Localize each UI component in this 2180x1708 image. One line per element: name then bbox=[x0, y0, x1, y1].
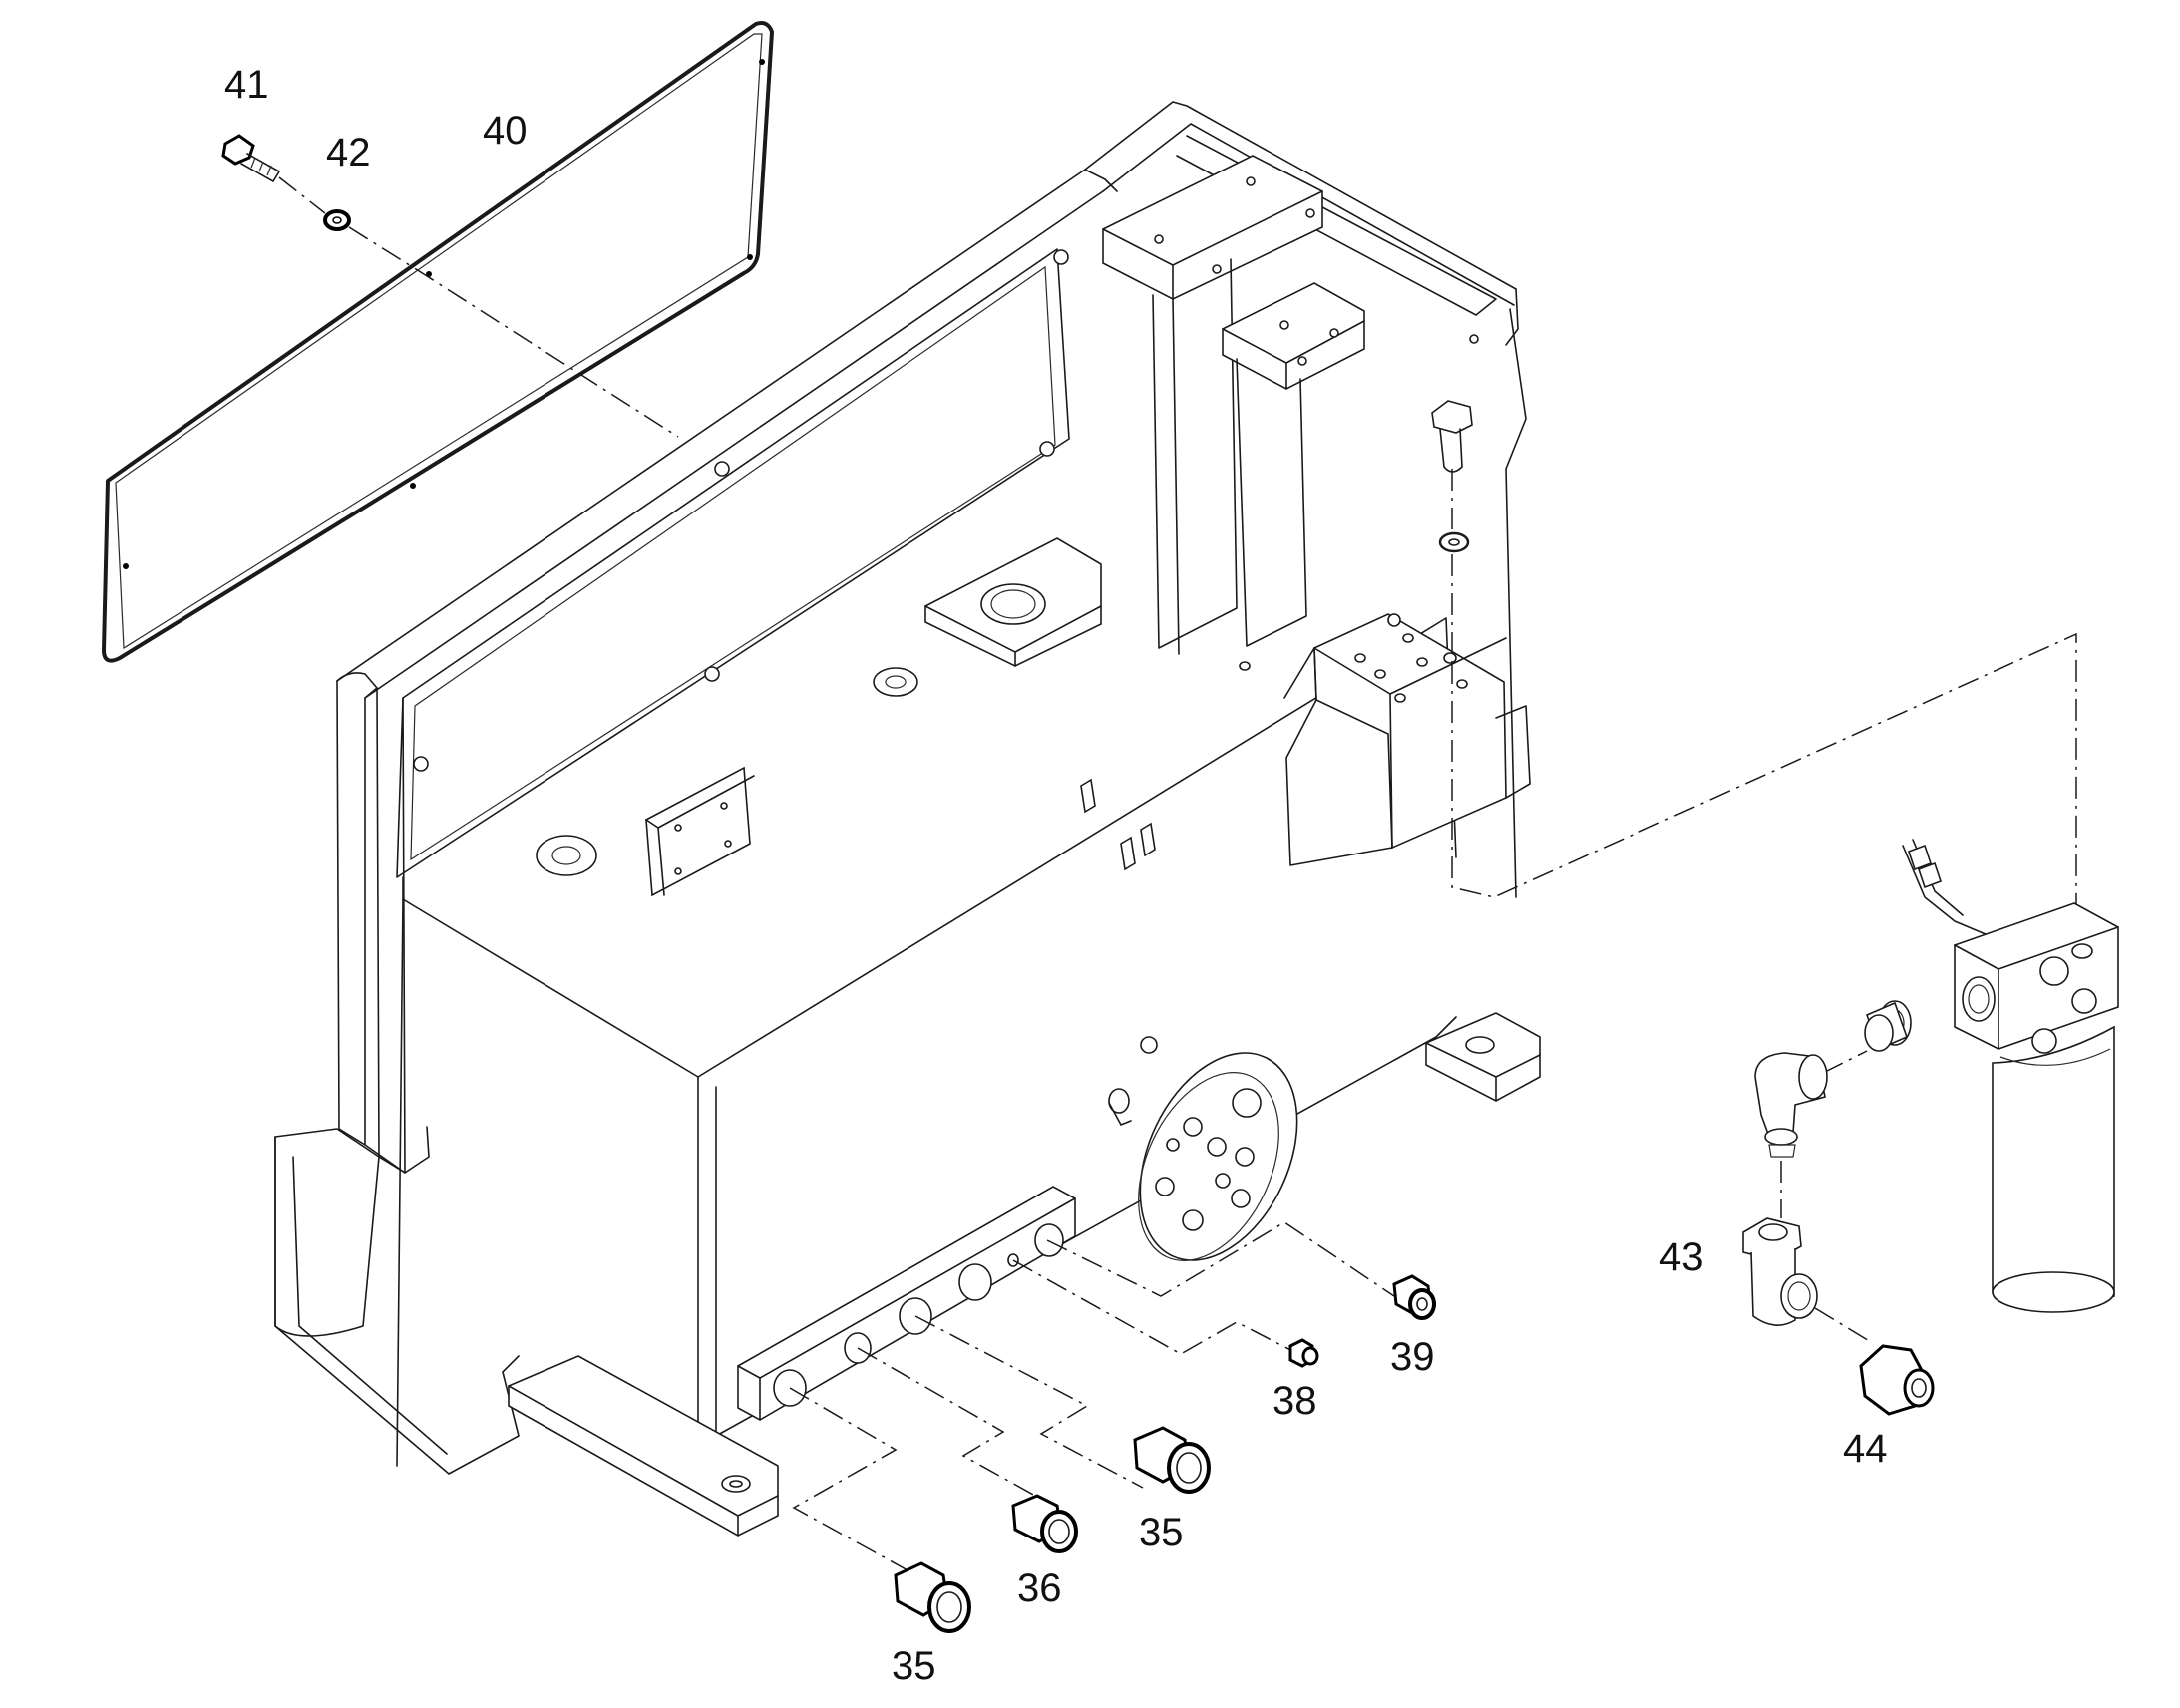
callout-40: 40 bbox=[483, 109, 528, 153]
callout-38: 38 bbox=[1272, 1379, 1317, 1423]
elbow-fitting bbox=[1754, 1052, 1828, 1158]
plug-39 bbox=[1392, 1274, 1436, 1320]
filter-adapter bbox=[1864, 1000, 1912, 1052]
callout-36: 36 bbox=[1017, 1566, 1062, 1610]
plug-35-lower bbox=[894, 1561, 971, 1633]
top-details bbox=[536, 537, 1156, 897]
bolt-41 bbox=[221, 134, 280, 182]
frame-body bbox=[274, 101, 1527, 1475]
column-tower bbox=[1102, 155, 1365, 671]
callout-43: 43 bbox=[1659, 1235, 1704, 1279]
plug-38 bbox=[1288, 1338, 1319, 1368]
callout-44: 44 bbox=[1843, 1427, 1888, 1471]
washer-42 bbox=[323, 209, 351, 231]
callout-42: 42 bbox=[326, 131, 371, 174]
bracket-right bbox=[1283, 613, 1531, 866]
nut-44 bbox=[1859, 1344, 1935, 1416]
round-flange bbox=[1138, 1052, 1298, 1261]
tee-fitting-43 bbox=[1742, 1217, 1818, 1326]
callout-39: 39 bbox=[1390, 1335, 1435, 1379]
callout-41: 41 bbox=[224, 63, 269, 107]
callout-35-upper: 35 bbox=[1139, 1511, 1184, 1554]
port-rail bbox=[737, 1186, 1076, 1421]
filter-assembly bbox=[1902, 839, 2119, 1313]
skid-front bbox=[508, 1355, 779, 1537]
plug-36 bbox=[1011, 1494, 1078, 1553]
callout-35-lower: 35 bbox=[892, 1644, 936, 1688]
frame-fasteners bbox=[413, 249, 1479, 772]
plug-35-upper bbox=[1133, 1426, 1211, 1494]
skid-rear bbox=[1425, 1012, 1541, 1102]
cover-panel bbox=[102, 21, 774, 663]
